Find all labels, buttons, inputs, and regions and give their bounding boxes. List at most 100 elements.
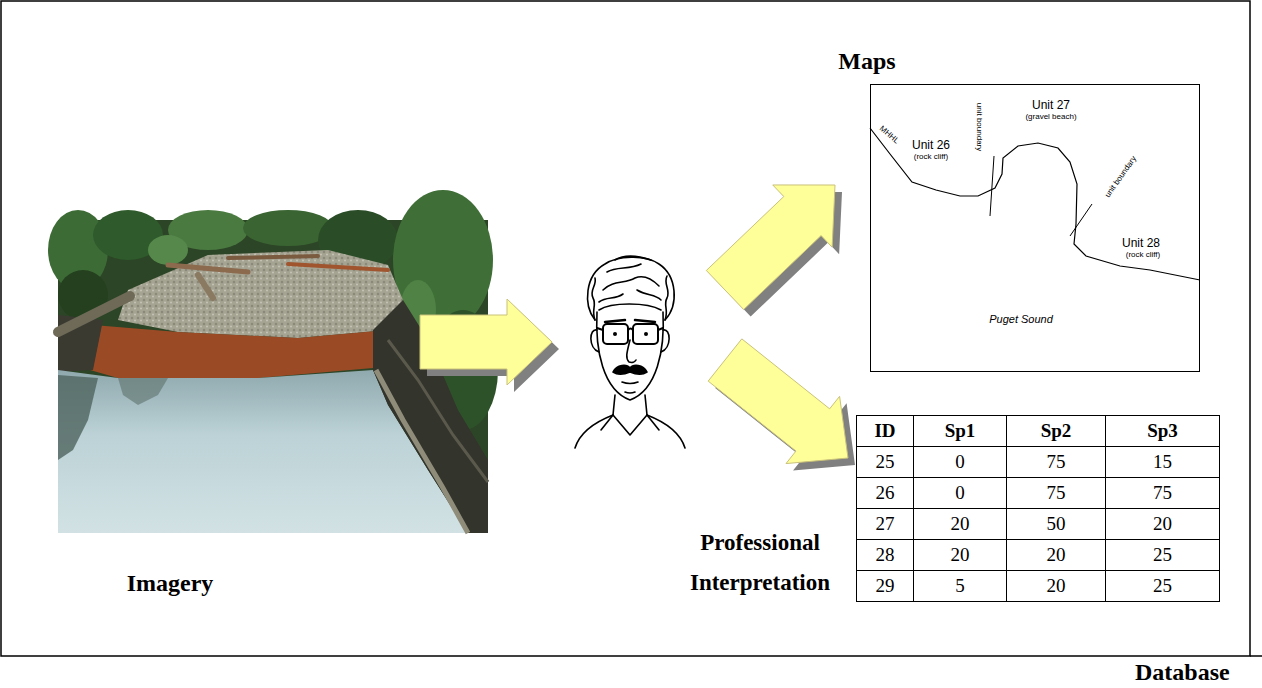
aerial-photo [58,375,98,460]
table-cell: 20 [914,509,1006,539]
column-header: Sp2 [1007,416,1105,446]
aerial-photo [376,370,468,533]
data-grid: IDSp1Sp2Sp325075152607575272050202820202… [856,415,1220,602]
table-cell: 15 [1106,447,1219,477]
aerial-photo [288,264,388,270]
interpreter-portrait [665,276,668,320]
shoreline [870,128,1200,280]
interpreter-portrait [575,415,613,448]
interpreter-portrait [605,320,625,322]
table-cell: 25 [1106,540,1219,570]
table-cell: 27 [857,509,913,539]
outer-frame [1250,655,1262,657]
aerial-photo [58,220,488,533]
map-label: MHHL [878,125,901,146]
arrow-body [708,339,848,464]
table-heading: Database [1135,658,1230,686]
interpreter-portrait [615,256,651,260]
interpreter-portrait [592,278,595,320]
unit-boundary-line [990,156,994,216]
interpreter-portrait [625,392,635,393]
interpreter-portrait [622,382,638,384]
interpreter-portrait [607,264,641,272]
interpreter-portrait [661,330,669,352]
interpreter-portrait [603,277,659,290]
table-cell: 25 [1106,571,1219,601]
interpreter-portrait [647,415,685,448]
interpreter-portrait [555,250,705,450]
table-cell: 0 [914,447,1006,477]
aerial-photo [228,256,318,258]
interpreter-figure: Professional Interpretation [555,250,705,450]
image-caption: Imagery [58,568,282,598]
aerial-photo [168,265,248,272]
interpreter-portrait [613,332,617,336]
interpreter-portrait [575,256,685,448]
map-linework [870,84,1200,372]
outer-frame [1,1,1250,656]
aerial-photo [118,250,403,338]
map-label: unit boundary [975,103,983,151]
table-cell: 20 [1007,571,1105,601]
interpreter-portrait [597,312,664,400]
interpreter-portrait [588,257,675,320]
interpreter-portrait [613,395,615,415]
imagery-photo: Imagery [58,220,488,533]
interpreter-portrait [599,294,623,302]
map-label: Unit 28 [1122,237,1160,249]
map-label: Puget Sound [989,314,1053,325]
table-cell: 5 [914,571,1006,601]
aerial-photo [58,296,130,332]
column-header: ID [857,416,913,446]
interpreter-portrait [645,395,647,415]
map-label: Unit 26 [912,139,950,151]
table-cell: 28 [857,540,913,570]
arrow-body [706,185,835,310]
arrow-body [420,299,552,385]
aerial-photo [168,256,388,298]
database-table: IDSp1Sp2Sp325075152607575272050202820202… [856,415,1220,602]
table-cell: 75 [1007,447,1105,477]
table-cell: 20 [914,540,1006,570]
panel-heading: Maps [822,46,912,76]
table-cell: 20 [1106,509,1219,539]
map-label: Unit 27 [1032,99,1070,111]
interpreter-portrait [591,330,599,352]
block-arrow [706,185,842,317]
interpreter-portrait [627,340,636,362]
aerial-photo [83,325,388,378]
interpreter-portrait [628,329,633,331]
interpreter-portrait [637,290,661,300]
aerial-photo [118,378,168,405]
table-cell: 50 [1007,509,1105,539]
map-label: (rock cliff) [1126,251,1161,259]
block-arrow [708,339,855,471]
interpreter-portrait [599,304,661,310]
aerial-photo [148,235,188,265]
table-cell: 25 [857,447,913,477]
interpreter-portrait [613,365,647,374]
aerial-photo [198,275,213,298]
interpreter-portrait [603,324,628,344]
table-cell: 20 [1007,540,1105,570]
interpreter-portrait [633,324,658,344]
unit-boundary-line [1070,204,1092,236]
figure-caption: Professional Interpretation [672,523,848,603]
column-header: Sp3 [1106,416,1219,446]
map-label: unit boundary [1104,155,1138,199]
table-cell: 75 [1106,478,1219,508]
map-label: (gravel beach) [1025,113,1076,121]
column-header: Sp1 [914,416,1006,446]
map-panel: MapsMHHLUnit 26(rock cliff)unit boundary… [870,84,1200,372]
table-cell: 0 [914,478,1006,508]
table-cell: 29 [857,571,913,601]
map-label: (rock cliff) [914,153,949,161]
interpreter-portrait [635,320,655,322]
interpreter-portrait [597,328,603,330]
block-arrow [420,299,559,392]
interpreter-portrait [658,328,663,330]
table-cell: 75 [1007,478,1105,508]
table-cell: 26 [857,478,913,508]
interpreter-portrait [644,332,648,336]
